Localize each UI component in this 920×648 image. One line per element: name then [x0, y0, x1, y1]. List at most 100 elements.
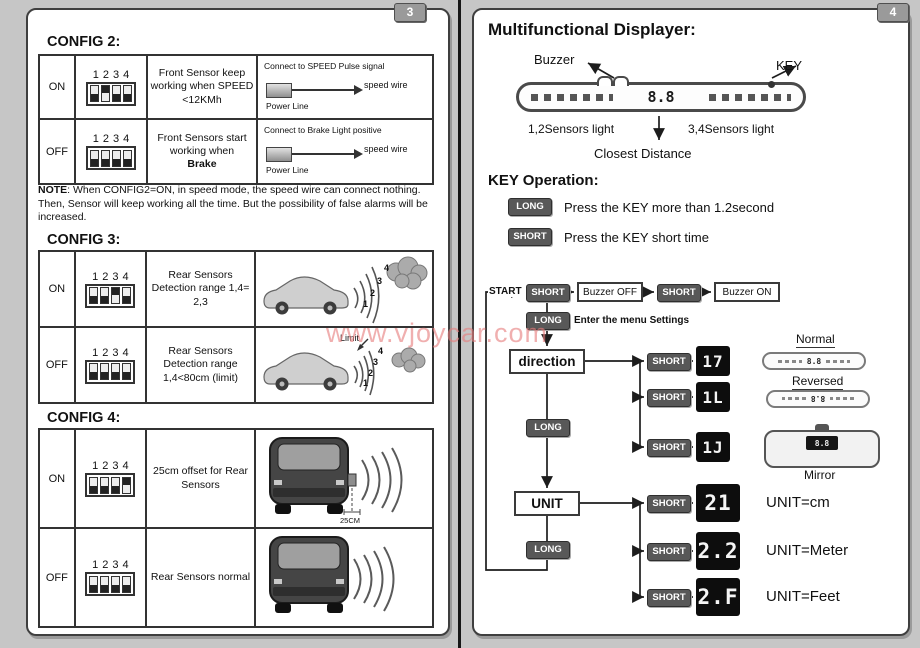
display-normal-icon: 8.8: [762, 352, 866, 370]
wire-diagram: Connect to SPEED Pulse signal speed wire…: [258, 56, 432, 118]
display-code-unit: 2.F: [696, 578, 740, 616]
dip-numbers: 1234: [92, 346, 133, 359]
state-label: OFF: [40, 328, 76, 402]
row-description: 25cm offset for Rear Sensors: [147, 430, 256, 527]
long-step-badge: LONG: [526, 419, 570, 437]
zone-number: 1: [363, 299, 368, 309]
dip-box-icon: [85, 572, 136, 596]
page-number-badge: 4: [877, 3, 909, 22]
book-spine: [458, 0, 461, 648]
row-description: Rear Sensors Detection range 1,4<80cm (l…: [147, 328, 256, 402]
short-step-badge: SHORT: [647, 495, 691, 513]
mirror-label: Mirror: [804, 468, 836, 482]
car-rearview-icon: [269, 535, 395, 613]
offset-label: 25CM: [340, 516, 360, 525]
wire-connect-text: Connect to SPEED Pulse signal: [264, 61, 385, 71]
short-step-badge: SHORT: [647, 589, 691, 607]
detection-range-diagram: 4 3 2 1: [256, 252, 432, 326]
config2-title: CONFIG 2:: [47, 34, 121, 50]
limit-label: Limit: [340, 333, 360, 343]
car-topview-icon: Limit 4 3 2 1: [263, 333, 426, 395]
dip-box-icon: [85, 359, 136, 384]
detection-cloud-icon: [386, 256, 428, 289]
config2-note: NOTE: When CONFIG2=ON, in speed mode, th…: [38, 184, 436, 225]
rear-sensor-diagram: [256, 529, 432, 626]
display-code-direction: 1L: [696, 382, 730, 412]
display-code-direction: 1J: [696, 432, 730, 462]
zone-number: 1: [363, 378, 368, 388]
short-step-badge: SHORT: [647, 543, 691, 561]
config4-row-on: ON 1234 25cm offset for Rear Sensors: [40, 430, 432, 527]
zone-number: 4: [378, 346, 383, 356]
sensor-icon: [347, 473, 357, 486]
wire-connect-text: Connect to Brake Light positive: [264, 125, 382, 135]
flowchart-connectors: [485, 62, 797, 603]
sonar-waves-icon: [353, 545, 395, 612]
display-code-unit: 21: [696, 484, 740, 522]
rearview-mirror-icon: 8.8: [764, 430, 880, 468]
buzzer-grill-icon: [613, 76, 629, 86]
config3-row-off: OFF 1234 Rear Sensors Detection range 1,…: [40, 326, 432, 402]
page-4: 4: [472, 3, 910, 636]
connector-plug-icon: [266, 83, 292, 98]
state-label: OFF: [40, 120, 76, 183]
dip-switch: 1234: [76, 529, 147, 626]
desc-text: Front Sensors start working when: [157, 131, 247, 157]
detection-range-diagram: Limit 4 3 2 1: [256, 328, 432, 402]
short-key-desc: Press the KEY short time: [564, 230, 709, 245]
zone-number: 3: [377, 276, 382, 286]
key-label: KEY: [776, 58, 803, 73]
car-rearview-icon: 25CM: [269, 436, 403, 525]
dip-numbers: 1234: [92, 133, 134, 145]
dip-numbers: 1234: [92, 460, 133, 472]
mirror-display-value: 8.8: [806, 436, 838, 450]
config4-table: ON 1234 25cm offset for Rear Sensors: [38, 428, 434, 628]
unit-feet-label: UNIT=Feet: [766, 588, 840, 605]
sensors-34-label: 3,4Sensors light: [688, 122, 775, 136]
short-step-badge: SHORT: [647, 389, 691, 407]
mini-dash-icon: [781, 397, 806, 401]
state-label: OFF: [40, 529, 76, 626]
page-3: 3 CONFIG 2: ON 1234 Front Sensor keep wo…: [26, 3, 450, 636]
state-label: ON: [40, 56, 76, 118]
dip-switch: 1234: [76, 252, 147, 326]
display-code-direction: 17: [696, 346, 730, 376]
zone-number: 3: [373, 357, 378, 367]
buzzer-label: Buzzer: [534, 52, 575, 67]
detection-arcs-icon: [353, 266, 380, 323]
short-step-badge: SHORT: [647, 353, 691, 371]
long-step-badge: LONG: [526, 541, 570, 559]
dip-numbers: 1234: [92, 559, 133, 571]
sonar-waves-icon: [361, 446, 403, 513]
unit-cm-label: UNIT=cm: [766, 494, 830, 511]
mini-display-value: 8.8: [806, 356, 822, 366]
rear-sensor-diagram: 25CM: [256, 430, 432, 527]
config2-row-off: OFF 1234 Front Sensors start working whe…: [40, 118, 432, 183]
note-text: : When CONFIG2=ON, in speed mode, the sp…: [38, 184, 428, 224]
power-line-label: Power Line: [266, 101, 309, 111]
config2-table: ON 1234 Front Sensor keep working when S…: [38, 54, 434, 185]
enter-menu-label: Enter the menu Settings: [574, 315, 690, 326]
long-key-desc: Press the KEY more than 1.2second: [564, 200, 775, 215]
dip-numbers: 1234: [92, 68, 134, 81]
reversed-label: Reversed: [792, 374, 844, 390]
row-description: Front Sensor keep working when SPEED <12…: [148, 56, 258, 118]
speed-wire-label: speed wire: [364, 80, 408, 90]
unit-meter-label: UNIT=Meter: [766, 542, 849, 559]
config3-title: CONFIG 3:: [47, 232, 121, 248]
mini-dash-icon: [830, 397, 855, 401]
buzzer-grill-icon: [597, 76, 613, 86]
sensor-lights-right-icon: [709, 93, 791, 101]
dip-box-icon: [85, 283, 136, 308]
row-description: Rear Sensors normal: [147, 529, 256, 626]
dip-box-icon: [86, 81, 136, 106]
mini-display-value: 8.8: [810, 394, 826, 404]
wire-arrow-icon: [292, 85, 363, 95]
start-label: START: [488, 286, 523, 297]
short-step-badge: SHORT: [647, 439, 691, 457]
config4-row-off: OFF 1234 Rear Sensors normal: [40, 527, 432, 626]
unit-box: UNIT: [514, 491, 580, 516]
key-button-icon: [768, 81, 775, 88]
display-code-unit: 2.2: [696, 532, 740, 570]
